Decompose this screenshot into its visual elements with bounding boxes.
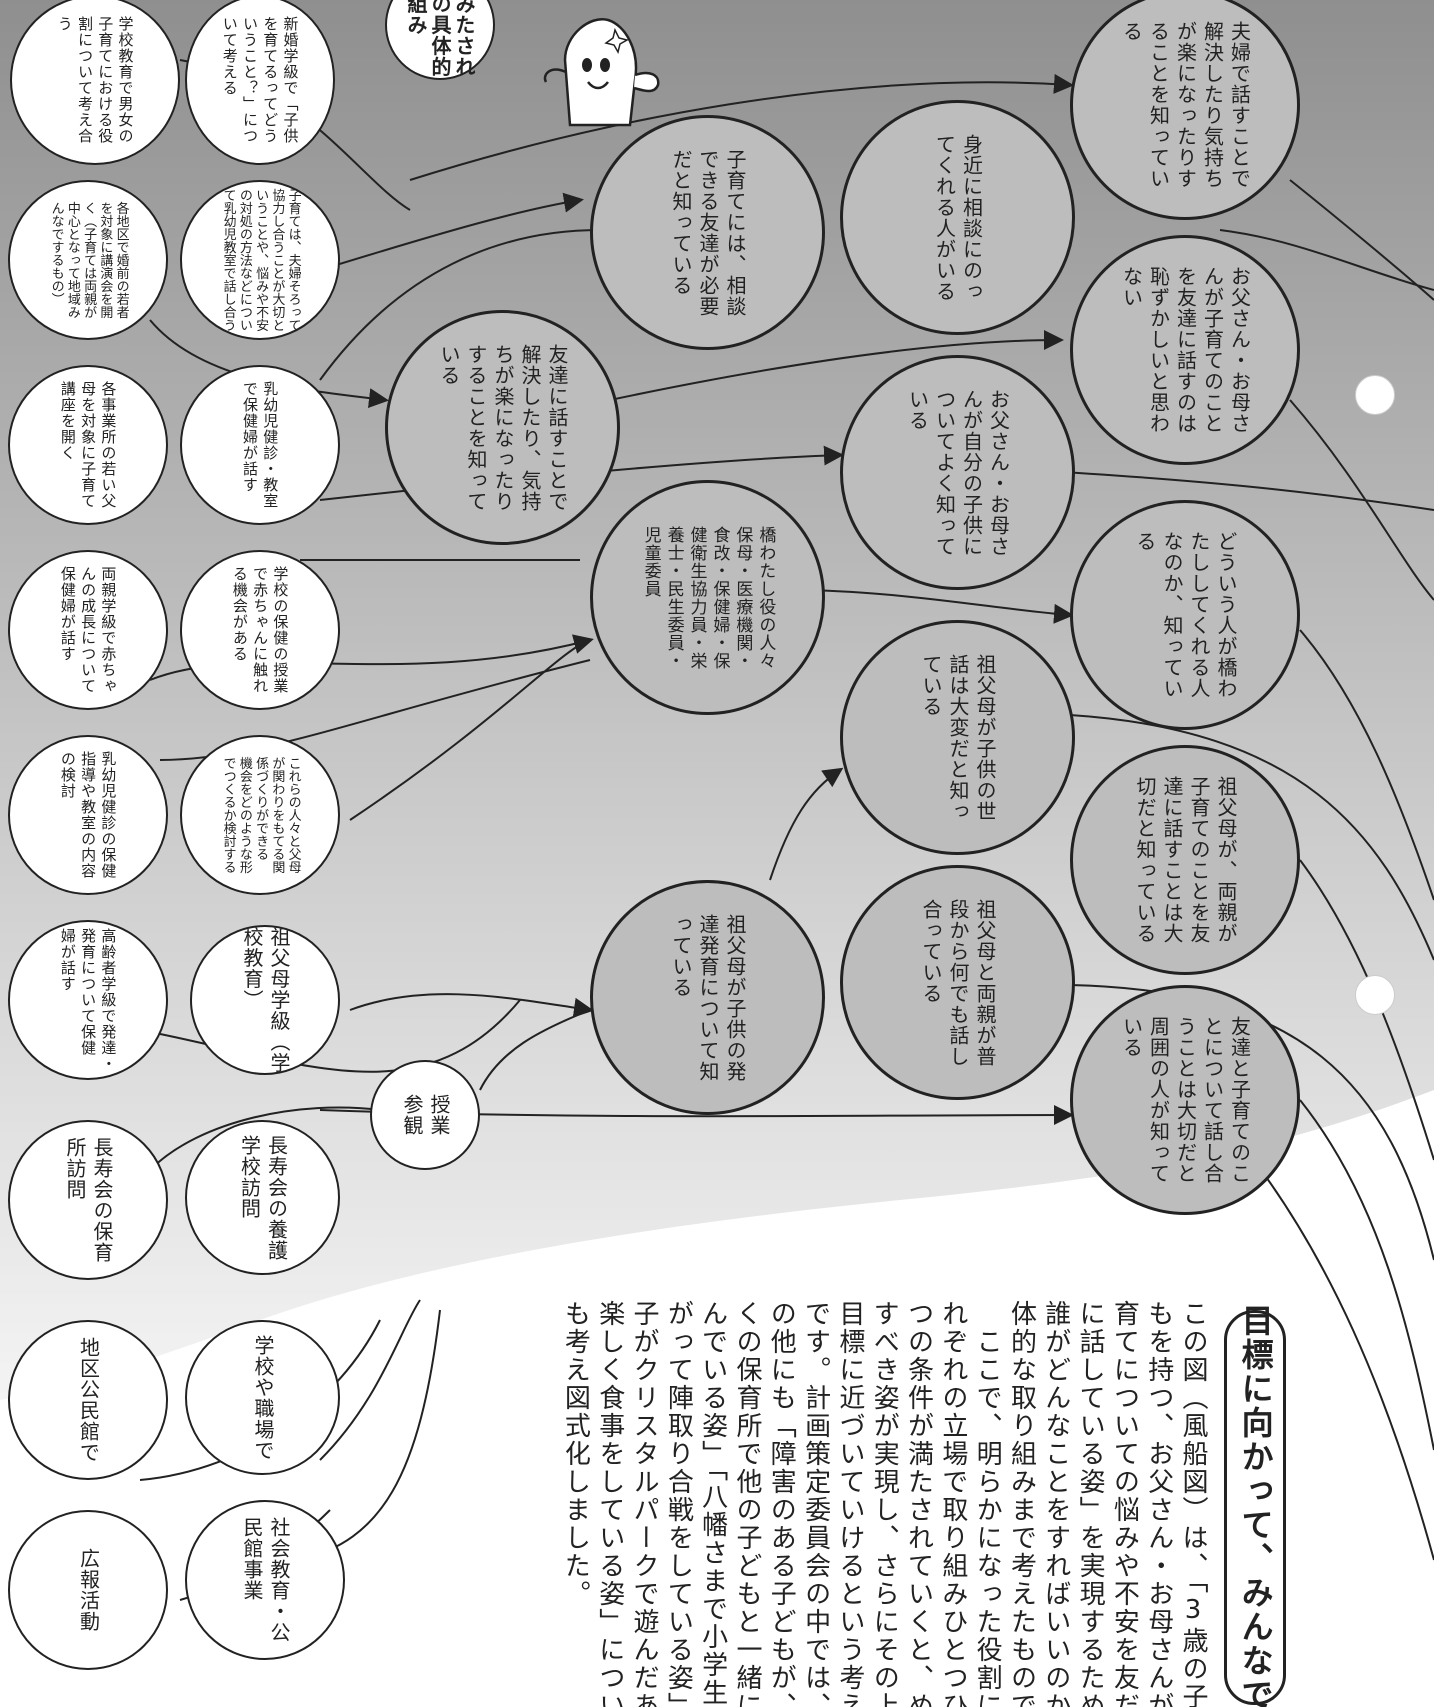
left-circle-b6-text: 祖父母学級（学 校教育） [240, 926, 291, 1074]
left-circle-b1: 新婚学級で「子供 を育てるってどう いうこと？」につ いて考える [185, 0, 335, 165]
left-circle-a6: 高齢者学級で発達・ 発育について保健 婦が話す [8, 920, 168, 1080]
left-circle-a7: 長寿会の保育 所訪問 [8, 1120, 168, 1280]
middle-circle-m1: 子育てには、相談 できる友達が必要 だと知っている [590, 115, 825, 350]
goal-circle-g2-text: お父さん・お母さ んが子育てのこと を友達に話すのは 恥ずかしいと思わ ない [1119, 266, 1252, 434]
left-circle-a5: 乳幼児健診の保健 指導や教室の内容 の検討 [8, 735, 168, 895]
left-circle-b4: 学校の保健の授業 で赤ちゃんに触れ る機会がある [180, 550, 340, 710]
left-circle-b6: 祖父母学級（学 校教育） [190, 925, 340, 1075]
left-circle-b2: 子育ては、夫婦そろって 協力し合うことが大切と いうことや、悩みや不安 の対処の… [180, 180, 340, 340]
left-circle-a8-text: 地区公民館で [76, 1337, 101, 1463]
left-circle-b9-text: 社会教育・公 民館事業 [240, 1517, 291, 1643]
left-circle-a3: 各事業所の若い父 母を対象に子育て 講座を開く [8, 365, 168, 525]
middle-circle-m6: お父さん・お母さ んが自分の子供に ついてよく知って いる [840, 355, 1075, 590]
goal-circle-g1: 夫婦で話すことで 解決したり気持ち が楽になったりす ることを知ってい る [1070, 0, 1300, 220]
left-circle-a5-text: 乳幼児健診の保健 指導や教室の内容 の検討 [58, 751, 118, 879]
left-circle-b7: 長寿会の養護 学校訪問 [185, 1120, 340, 1275]
middle-circle-m6-text: お父さん・お母さ んが自分の子供に ついてよく知って いる [905, 388, 1011, 557]
goal-circle-g5: 友達と子育てのこ とについて話し合 うことは大切だと 周囲の人が知って いる [1070, 985, 1300, 1215]
left-circle-b3: 乳幼児健診・教室 で保健婦が話す [180, 365, 340, 525]
explanation-paragraph: この図（風船図）は、「3歳の子ど もを持つ、お父さん・お母さんが子 育てについて… [560, 1300, 1208, 1707]
binder-hole-bottom [1355, 975, 1395, 1015]
jugyo-sankan-circle: 授業 参観 [370, 1060, 480, 1170]
middle-circle-m8: 祖父母と両親が普 段から何でも話し 合っている [840, 865, 1075, 1100]
left-circle-b7-text: 長寿会の養護 学校訪問 [237, 1134, 289, 1261]
goal-circle-g3-text: どういう人が橋わ たししてくれる人 なのか、知ってい る [1133, 531, 1238, 699]
middle-circle-m8-text: 祖父母と両親が普 段から何でも話し 合っている [919, 898, 997, 1067]
middle-circle-m4: 祖父母が子供の発 達発育について知 っている [590, 880, 825, 1115]
left-circle-a3-text: 各事業所の若い父 母を対象に子育て 講座を開く [58, 381, 118, 509]
left-circle-b8: 学校や職場で [185, 1320, 340, 1475]
left-circle-a9-text: 広報活動 [76, 1548, 101, 1632]
middle-circle-m5: 身近に相談にのっ てくれる人がいる [840, 100, 1075, 335]
middle-circle-m3-text: 橋わたし役の人々 保母・医療機関・ 食改・保健婦・保 健衛生協力員・栄 養士・民… [640, 525, 776, 670]
middle-circle-m4-text: 祖父母が子供の発 達発育について知 っている [669, 913, 747, 1082]
middle-circle-m2: 友達に話すことで 解決したり、気持 ちが楽になったり することを知って いる [385, 310, 620, 545]
left-circle-b8-text: 学校や職場で [251, 1334, 275, 1461]
goal-circle-g1-text: 夫婦で話すことで 解決したり気持ち が楽になったりす ることを知ってい る [1119, 21, 1252, 189]
speech-bubble-text: がみたされ めの具体的 り組み [404, 0, 476, 78]
goal-circle-g2: お父さん・お母さ んが子育てのこと を友達に話すのは 恥ずかしいと思わ ない [1070, 235, 1300, 465]
left-circle-b5: これらの人々と父母 が関わりをもてる関 係づくりができる 機会をどのような形 で… [180, 735, 340, 895]
middle-circle-m7: 祖父母が子供の世 話は大変だと知っ ている [840, 620, 1075, 855]
left-circle-a2: 各地区で婚前の若者 を対象に講演会を開 く（子育ては両親が 中心となって地域み … [8, 180, 168, 340]
left-circle-b1-text: 新婚学級で「子供 を育てるってどう いうこと？」につ いて考える [220, 16, 300, 144]
mascot-character-icon [543, 17, 660, 127]
left-circle-a8: 地区公民館で [8, 1320, 168, 1480]
left-circle-a4: 両親学級で赤ちゃ んの成長について 保健婦が話す [8, 550, 168, 710]
binder-hole-top [1355, 375, 1395, 415]
left-circle-a1: 学校教育で男女の 子育てにおける役 割について考え合 う [10, 0, 180, 165]
left-circle-a4-text: 両親学級で赤ちゃ んの成長について 保健婦が話す [58, 566, 118, 694]
section-heading-text: 目標に向かって、みんなで [1236, 1303, 1275, 1707]
left-circle-b3-text: 乳幼児健診・教室 で保健婦が話す [241, 381, 280, 509]
jugyo-sankan-text: 授業 参観 [400, 1094, 451, 1136]
left-circle-a7-text: 長寿会の保育 所訪問 [63, 1137, 114, 1263]
left-circle-a6-text: 高齢者学級で発達・ 発育について保健 婦が話す [58, 928, 118, 1072]
middle-circle-m5-text: 身近に相談にのっ てくれる人がいる [932, 133, 984, 302]
middle-circle-m3: 橋わたし役の人々 保母・医療機関・ 食改・保健婦・保 健衛生協力員・栄 養士・民… [590, 480, 825, 715]
explanation-text: この図（風船図）は、「3歳の子ど もを持つ、お父さん・お母さんが子 育てについて… [450, 1300, 1210, 1707]
goal-circle-g3: どういう人が橋わ たししてくれる人 なのか、知ってい る [1070, 500, 1300, 730]
left-circle-a2-text: 各地区で婚前の若者 を対象に講演会を開 く（子育ては両親が 中心となって地域み … [48, 201, 129, 319]
left-circle-b2-text: 子育ては、夫婦そろって 協力し合うことが大切と いうことや、悩みや不安 の対処の… [220, 188, 301, 332]
section-heading: 目標に向かって、みんなで [1224, 1304, 1286, 1707]
middle-circle-m2-text: 友達に話すことで 解決したり、気持 ちが楽になったり することを知って いる [437, 343, 569, 512]
middle-circle-m1-text: 子育てには、相談 できる友達が必要 だと知っている [669, 148, 747, 317]
goal-circle-g5-text: 友達と子育てのこ とについて話し合 うことは大切だと 周囲の人が知って いる [1119, 1016, 1252, 1184]
left-circle-b4-text: 学校の保健の授業 で赤ちゃんに触れ る機会がある [230, 566, 290, 694]
left-circle-b9: 社会教育・公 民館事業 [185, 1500, 345, 1660]
left-circle-a9: 広報活動 [8, 1510, 168, 1670]
left-circle-a1-text: 学校教育で男女の 子育てにおける役 割について考え合 う [55, 16, 135, 144]
middle-circle-m7-text: 祖父母が子供の世 話は大変だと知っ ている [919, 653, 997, 822]
left-circle-b5-text: これらの人々と父母 が関わりをもてる関 係づくりができる 機会をどのような形 で… [220, 756, 301, 874]
goal-circle-g4: 祖父母が、両親が 子育てのことを友 達に話すことは大 切だと知っている [1070, 745, 1300, 975]
goal-circle-g4-text: 祖父母が、両親が 子育てのことを友 達に話すことは大 切だと知っている [1133, 776, 1238, 944]
